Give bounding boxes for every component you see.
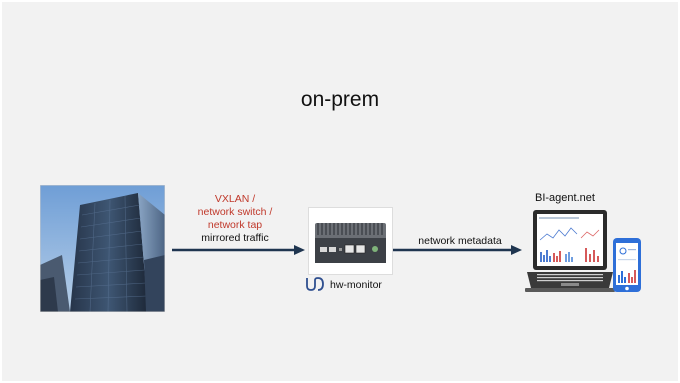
office-building-image (40, 185, 165, 312)
mirrored-traffic-arrow (172, 245, 305, 255)
hw-monitor-device-image (308, 207, 393, 275)
bi-agent-label: BI-agent.net (535, 192, 595, 204)
network-tap-label: network tap (207, 219, 263, 231)
laptop-dashboard-icon (525, 210, 615, 292)
diagram-title: on-prem (300, 88, 380, 111)
hw-monitor-logo-icon (306, 277, 324, 291)
network-switch-label: network switch / (197, 206, 273, 218)
phone-dashboard-icon (613, 238, 641, 292)
mirrored-traffic-label: mirrored traffic (201, 232, 269, 244)
vxlan-label: VXLAN / (214, 193, 256, 205)
hw-monitor-label: hw-monitor (330, 279, 382, 291)
network-metadata-arrow (393, 245, 522, 255)
network-metadata-label: network metadata (418, 235, 502, 247)
